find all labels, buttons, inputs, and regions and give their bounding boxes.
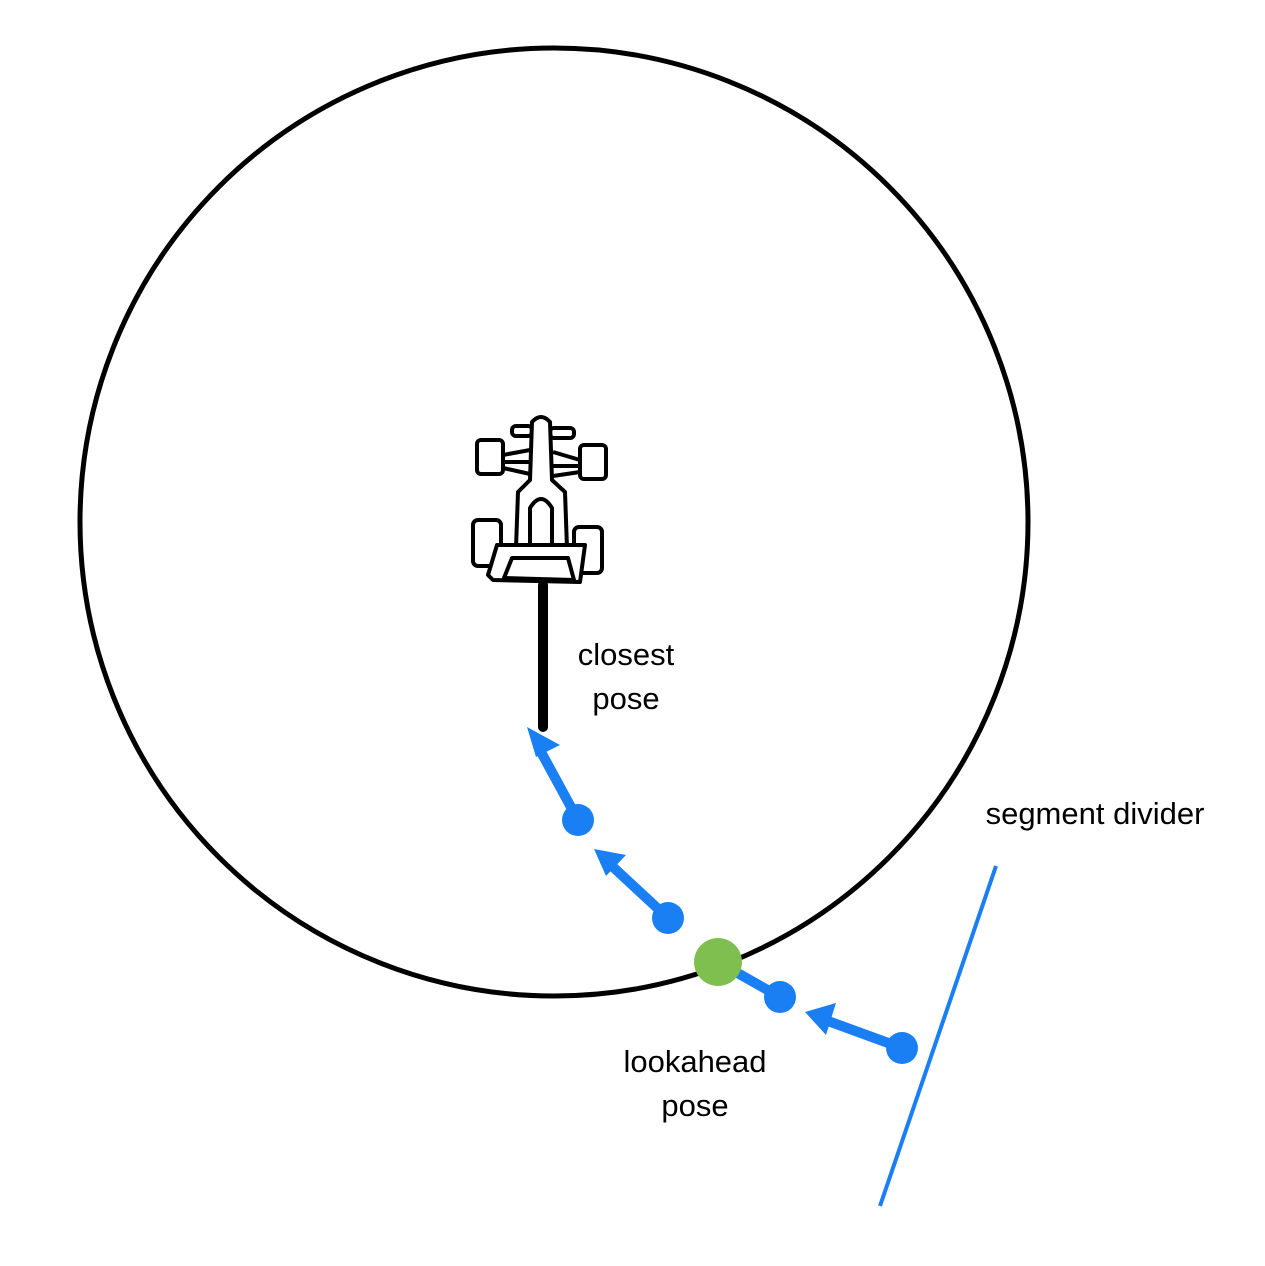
- lookahead-pose-label-line-1: lookahead: [623, 1044, 767, 1079]
- path-arrowhead-4: [527, 727, 560, 757]
- lookahead-point: [694, 938, 742, 986]
- path-arrows: [527, 727, 907, 1053]
- closest-pose-label: closest pose: [556, 633, 696, 721]
- segment-divider-label: segment divider: [960, 792, 1230, 836]
- lookahead-pose-label: lookahead pose: [600, 1040, 790, 1128]
- robot-car-icon: [471, 415, 608, 584]
- path-arrowhead-1: [805, 1003, 836, 1035]
- lookahead-circle: [77, 45, 1031, 999]
- closest-pose-label-line-2: pose: [592, 681, 660, 716]
- waypoint: [886, 1032, 918, 1064]
- path-waypoints: [562, 804, 918, 1064]
- path-arrowhead-3: [594, 849, 626, 876]
- waypoint: [652, 902, 684, 934]
- segment-divider-line: [878, 865, 998, 1207]
- segment-divider-label-text: segment divider: [985, 796, 1205, 831]
- waypoint: [562, 804, 594, 836]
- closest-pose-label-line-1: closest: [577, 637, 675, 672]
- lookahead-pose-label-line-2: pose: [661, 1088, 729, 1123]
- waypoint: [764, 981, 796, 1013]
